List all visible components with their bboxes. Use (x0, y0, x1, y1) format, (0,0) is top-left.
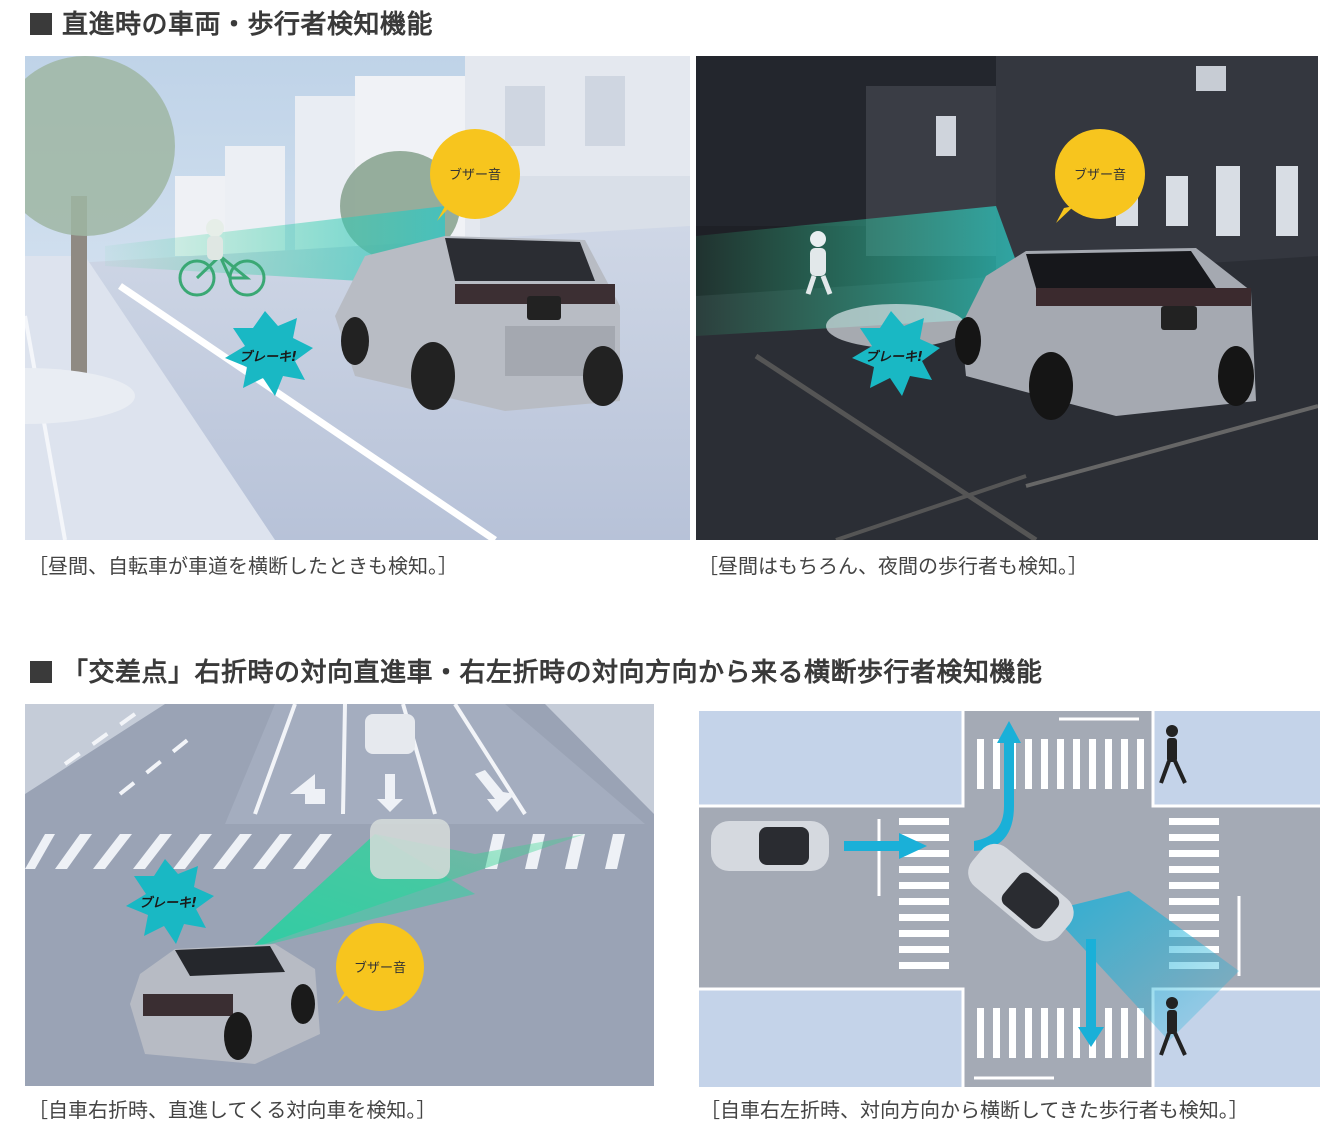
illustration-daytime-bicycle: ブザー音 ブレーキ! (25, 56, 690, 540)
caption-turn-crossing-pedestrian: ［自車右左折時、対向方向から横断してきた歩行者も検知。］ (700, 1098, 1249, 1122)
illustration-night-pedestrian: ブザー音 ブレーキ! (696, 56, 1318, 540)
brake-burst: ブレーキ! (126, 859, 214, 944)
illustration-right-turn-oncoming: ブレーキ! ブザー音 (25, 704, 654, 1086)
pedestrian-top-icon (1159, 725, 1187, 784)
section-heading-straight: 直進時の車両・歩行者検知機能 (30, 4, 433, 41)
buzzer-label: ブザー音 (449, 167, 501, 183)
section-heading-intersection: 「交差点」右折時の対向直進車・右左折時の対向方向から来る横断歩行者検知機能 (30, 652, 1043, 689)
buzzer-bubble: ブザー音 (336, 923, 424, 1011)
brake-burst: ブレーキ! (225, 311, 313, 396)
caption-daytime-bicycle: ［昼間、自転車が車道を横断したときも検知。］ (28, 554, 458, 578)
square-bullet-icon (30, 661, 52, 683)
ego-car-turning (968, 843, 1074, 942)
buzzer-bubble: ブザー音 (430, 129, 520, 221)
brake-burst: ブレーキ! (852, 311, 940, 396)
brake-label: ブレーキ! (239, 349, 297, 365)
path-arrows (844, 721, 1104, 1047)
pedestrian-bottom-icon (1159, 997, 1187, 1056)
illustration-turn-crossing-pedestrian (699, 711, 1320, 1087)
ego-car-straight (711, 821, 829, 871)
crosswalk-left (899, 818, 949, 969)
buzzer-bubble: ブザー音 (1055, 129, 1145, 223)
buzzer-label: ブザー音 (1074, 167, 1126, 183)
buzzer-label: ブザー音 (354, 960, 406, 976)
caption-right-turn-oncoming: ［自車右折時、直進してくる対向車を検知。］ (28, 1098, 437, 1122)
caption-night-pedestrian: ［昼間はもちろん、夜間の歩行者も検知。］ (698, 554, 1088, 578)
brake-label: ブレーキ! (865, 349, 923, 365)
brake-label: ブレーキ! (139, 895, 197, 911)
square-bullet-icon (30, 13, 52, 35)
